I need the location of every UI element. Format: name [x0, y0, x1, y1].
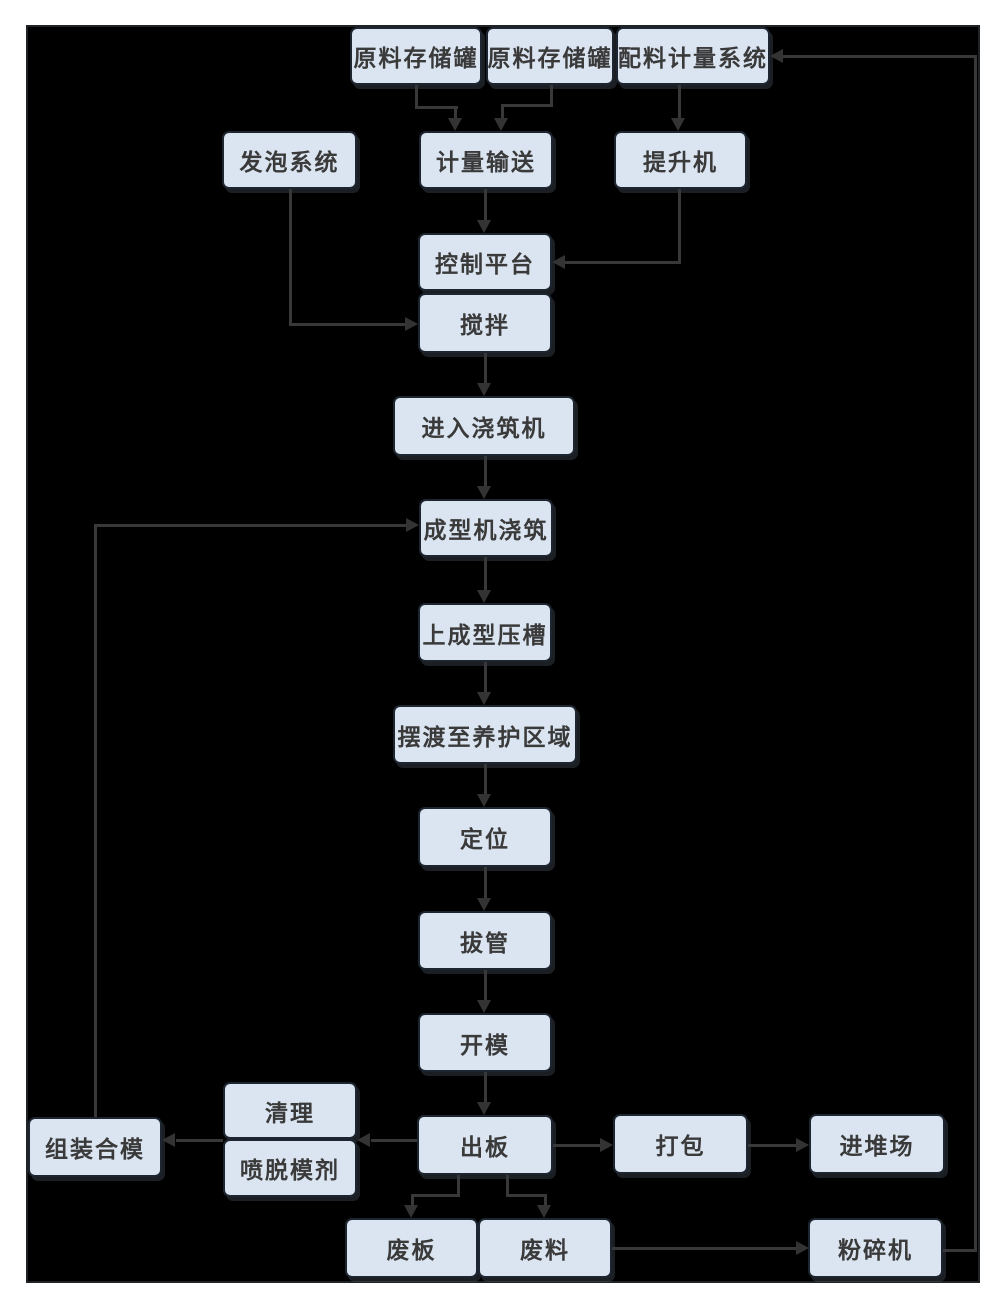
arrowhead-left-icon — [162, 1133, 175, 1147]
node-release-agent-spray: 喷脱模剂 — [223, 1139, 357, 1197]
edge-crusher-batching — [974, 55, 977, 1252]
node-stockyard: 进堆场 — [809, 1114, 945, 1174]
node-ferry-to-curing: 摆渡至养护区域 — [393, 705, 577, 764]
arrowhead-right-icon — [796, 1241, 809, 1255]
node-waste-board: 废板 — [345, 1218, 478, 1278]
node-packing: 打包 — [613, 1114, 748, 1174]
edge-hoist-control — [678, 189, 681, 264]
edge-assembly-formcast — [94, 525, 97, 1117]
arrowhead-down-icon — [477, 590, 491, 603]
arrowhead-down-icon — [537, 1205, 551, 1218]
edge-raw2-metering — [501, 104, 504, 120]
edge-board-wastemat — [506, 1194, 547, 1197]
edge-groove-ferry — [484, 662, 487, 693]
node-mold-opening: 开模 — [418, 1013, 552, 1072]
arrowhead-down-icon — [448, 118, 462, 131]
arrowhead-down-icon — [477, 794, 491, 807]
node-metering-conveying: 计量输送 — [419, 131, 553, 189]
edge-cleaning-assembly — [176, 1139, 223, 1142]
arrowhead-left-icon — [552, 255, 565, 269]
arrowhead-left-icon — [770, 49, 783, 63]
edge-hoist-control — [565, 261, 681, 264]
arrowhead-down-icon — [477, 1000, 491, 1013]
edge-packing-stockyard — [748, 1144, 797, 1147]
edge-batching-hoist — [678, 85, 681, 120]
arrowhead-right-icon — [600, 1138, 613, 1152]
edge-entercast-formcast — [484, 456, 487, 487]
edge-board-wasteboard — [411, 1194, 460, 1197]
node-batching-system: 配料计量系统 — [616, 27, 770, 85]
edge-tube-moldopen — [484, 970, 487, 1001]
edge-raw2-metering — [501, 104, 553, 107]
arrowhead-down-icon — [477, 692, 491, 705]
node-tube-pulling: 拔管 — [418, 911, 552, 970]
edge-mixing-entercast — [484, 353, 487, 384]
node-positioning: 定位 — [418, 807, 552, 867]
arrowhead-right-icon — [405, 317, 418, 331]
arrowhead-right-icon — [796, 1138, 809, 1152]
node-hoist: 提升机 — [614, 131, 747, 189]
node-foaming-system: 发泡系统 — [222, 131, 357, 189]
arrowhead-down-icon — [477, 486, 491, 499]
node-forming-machine-casting: 成型机浇筑 — [419, 499, 553, 557]
node-mixing: 搅拌 — [418, 293, 552, 353]
edge-board-wastemat — [506, 1175, 509, 1197]
arrowhead-down-icon — [404, 1205, 418, 1218]
node-raw-tank-2: 原料存储罐 — [486, 27, 614, 85]
node-control-platform: 控制平台 — [418, 233, 552, 291]
node-cleaning: 清理 — [223, 1082, 357, 1139]
node-forming-press-groove: 上成型压槽 — [418, 603, 552, 662]
edge-positioning-tube — [484, 867, 487, 899]
edge-board-wasteboard — [457, 1175, 460, 1197]
arrowhead-right-icon — [406, 518, 419, 532]
edge-crusher-batching — [943, 1249, 977, 1252]
edge-raw1-metering — [415, 85, 418, 109]
edge-assembly-formcast — [94, 524, 406, 527]
edge-foaming-mixing — [289, 323, 407, 326]
arrowhead-down-icon — [477, 898, 491, 911]
node-raw-tank-1: 原料存储罐 — [350, 27, 482, 85]
edge-board-wastemat — [544, 1194, 547, 1207]
edge-wastemat-crusher — [612, 1247, 797, 1250]
arrowhead-down-icon — [671, 118, 685, 131]
edge-raw1-metering — [415, 106, 458, 109]
edge-crusher-batching — [783, 55, 974, 58]
node-crusher: 粉碎机 — [808, 1218, 943, 1278]
edge-formcast-groove — [484, 557, 487, 591]
node-board-output: 出板 — [417, 1115, 553, 1175]
arrowhead-down-icon — [477, 1102, 491, 1115]
edge-raw2-metering — [550, 85, 553, 107]
edge-board-packing — [553, 1144, 601, 1147]
edge-metering-control — [484, 189, 487, 221]
edge-board-wasteboard — [411, 1194, 414, 1207]
arrowhead-left-icon — [357, 1133, 370, 1147]
edge-ferry-positioning — [484, 764, 487, 795]
arrowhead-down-icon — [494, 118, 508, 131]
edge-moldopen-board — [484, 1072, 487, 1103]
node-enter-casting-machine: 进入浇筑机 — [393, 396, 575, 456]
node-mold-assembly: 组装合模 — [28, 1117, 162, 1177]
arrowhead-down-icon — [477, 383, 491, 396]
edge-foaming-mixing — [289, 189, 292, 326]
arrowhead-down-icon — [477, 220, 491, 233]
edge-raw1-metering — [454, 106, 457, 120]
node-waste-material: 废料 — [478, 1218, 612, 1278]
edge-board-cleaning — [371, 1139, 417, 1142]
